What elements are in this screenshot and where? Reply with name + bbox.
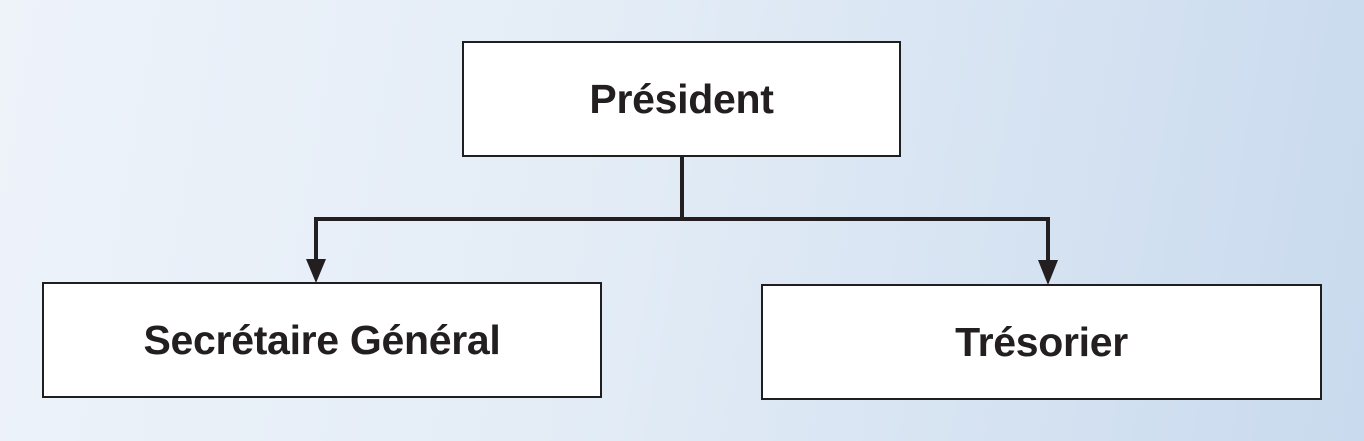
- node-president: Président: [462, 41, 901, 157]
- node-president-label: Président: [589, 75, 774, 122]
- node-tresorier-label: Trésorier: [955, 318, 1128, 365]
- node-secretaire-general: Secrétaire Général: [42, 282, 602, 398]
- arrowhead-right-icon: [1038, 260, 1058, 285]
- node-secretaire-general-label: Secrétaire Général: [143, 316, 501, 363]
- node-tresorier: Trésorier: [761, 284, 1322, 400]
- arrowhead-left-icon: [306, 259, 326, 283]
